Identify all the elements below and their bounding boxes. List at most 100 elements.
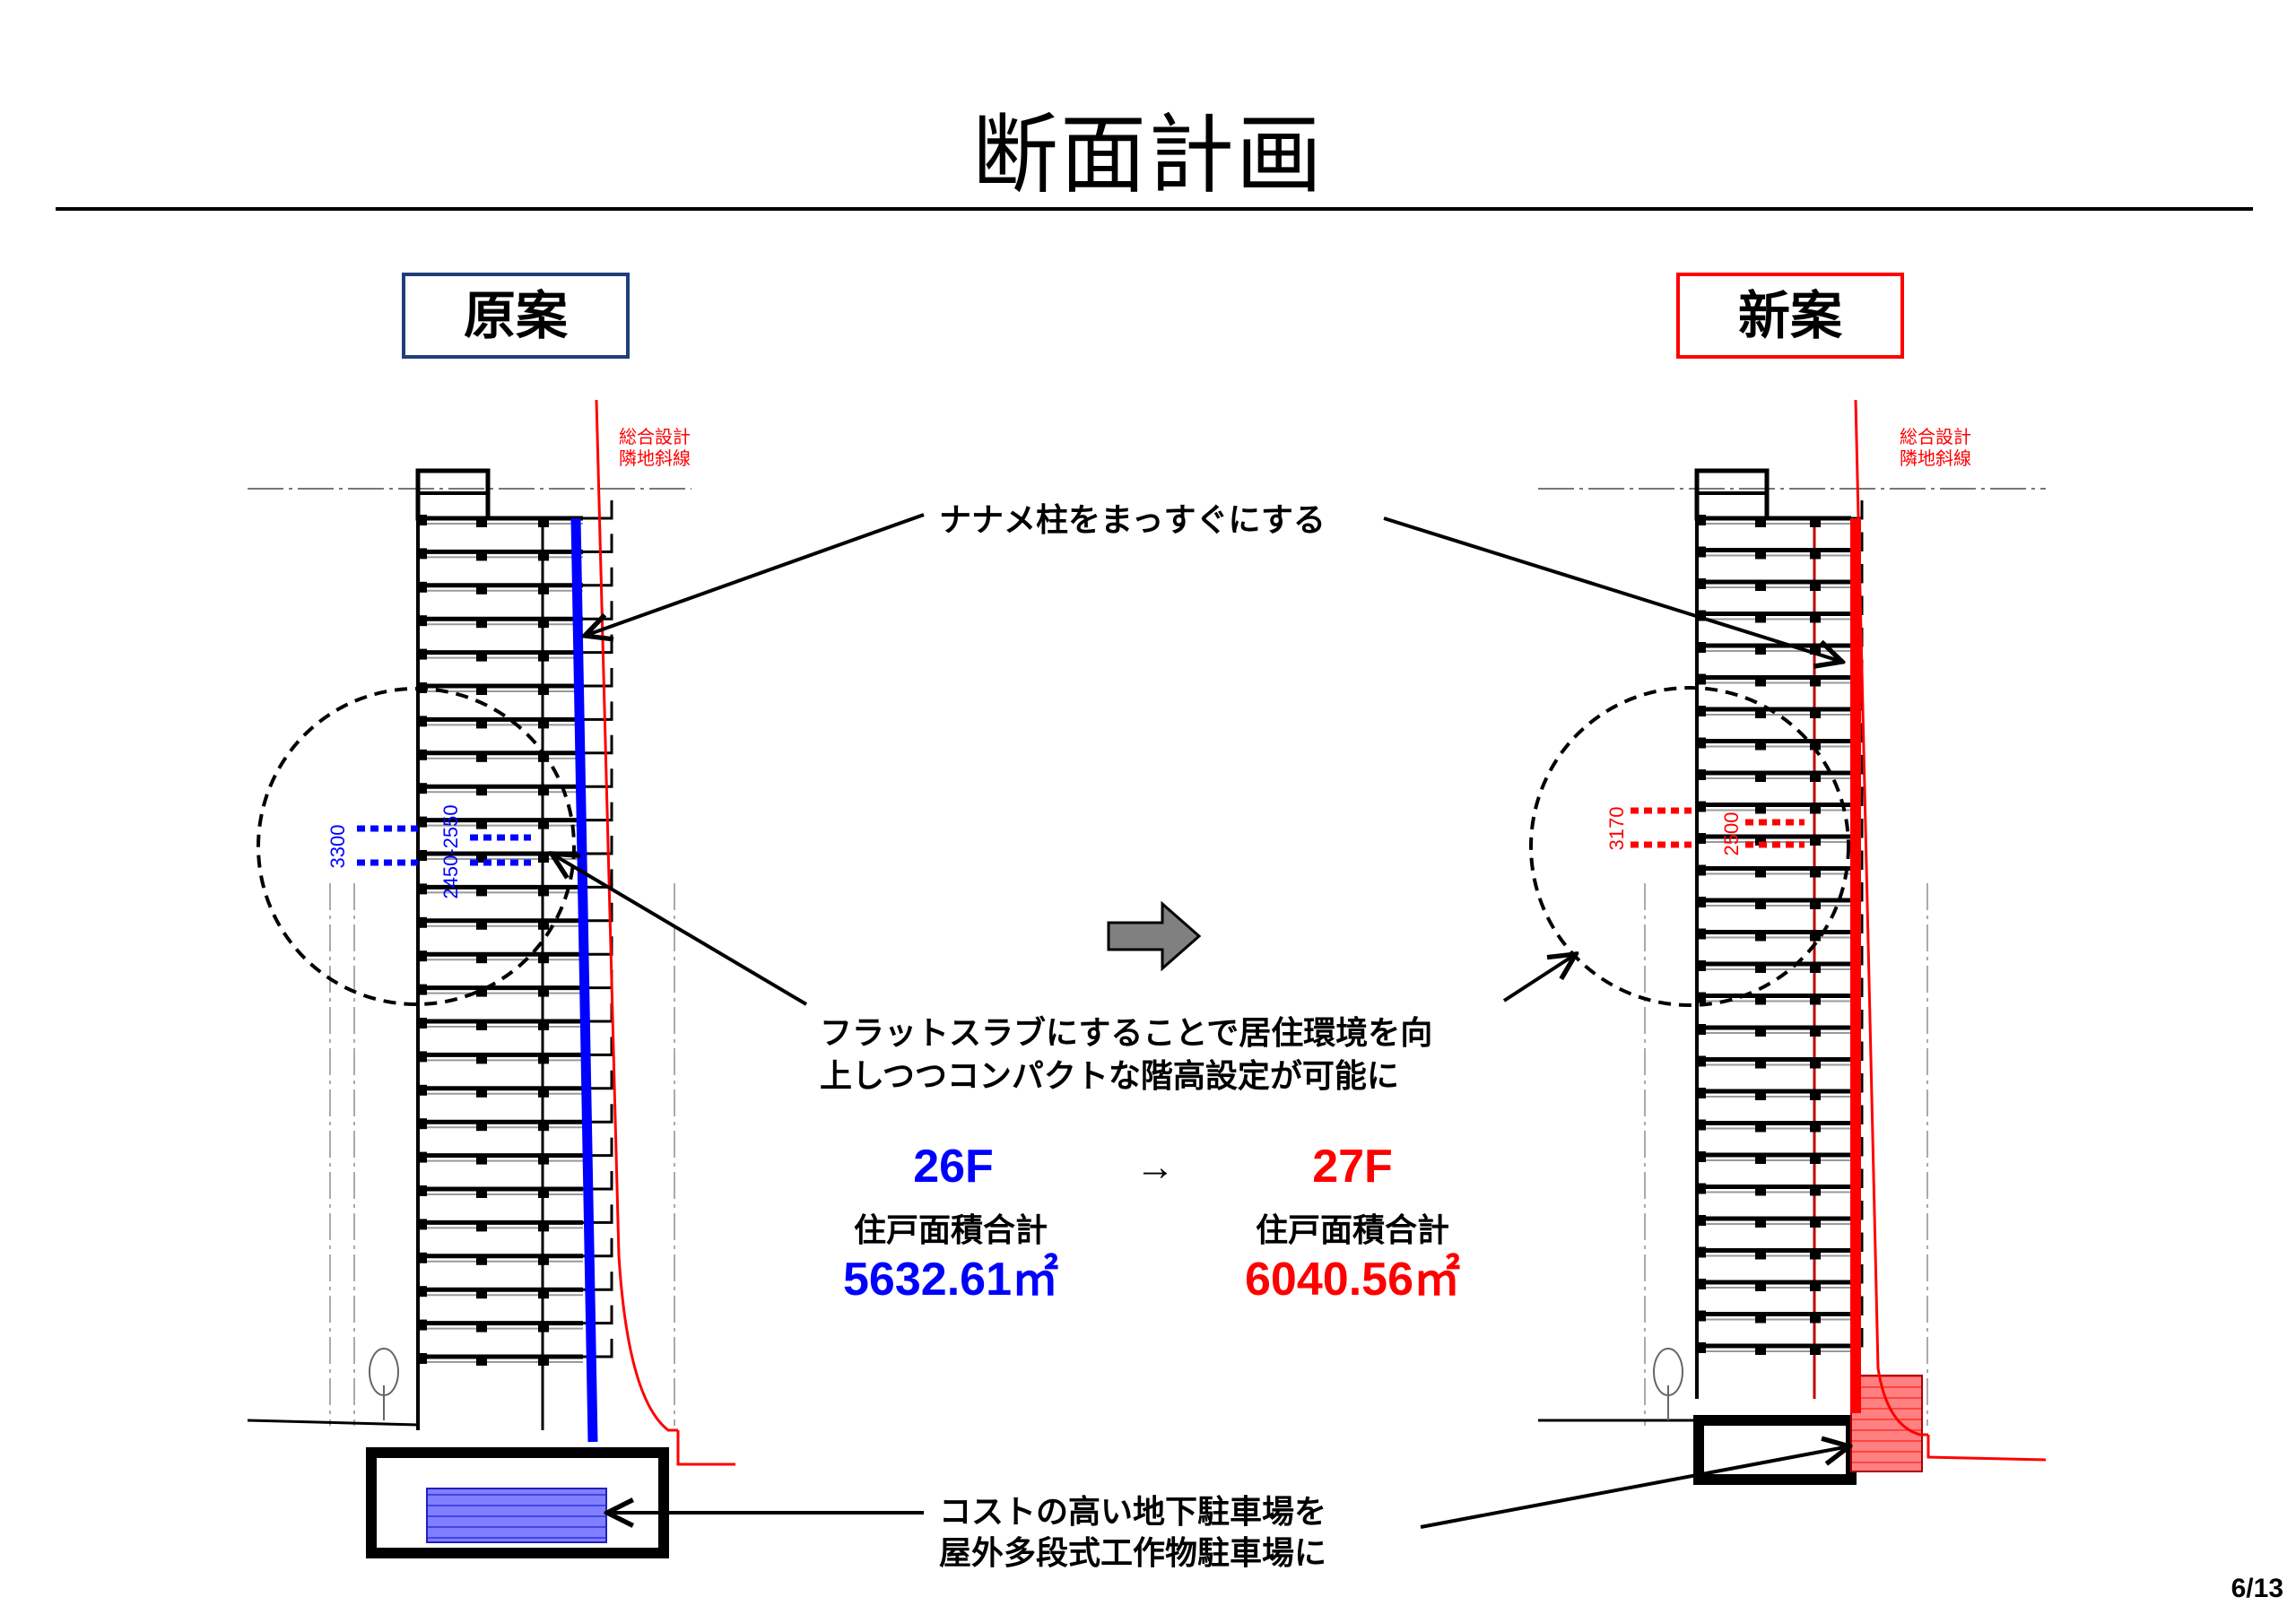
new-area-value: 6040.56㎡ <box>1245 1253 1460 1306</box>
beam-node <box>538 1155 549 1165</box>
beam-node <box>1755 1155 1766 1164</box>
beam-node <box>1755 1186 1766 1196</box>
column-node <box>1695 706 1706 716</box>
balcony-rail <box>583 1104 613 1124</box>
beam-node <box>1755 1059 1766 1069</box>
balcony-rail <box>583 601 613 621</box>
original-area-label: 住戸面積合計 <box>854 1212 1048 1249</box>
column-node <box>1695 864 1706 876</box>
beam-node <box>1810 773 1821 782</box>
balcony-rail <box>583 802 613 822</box>
beam-node <box>1810 1123 1821 1133</box>
column-node <box>1695 960 1706 971</box>
column-node <box>1695 642 1706 653</box>
balcony-rail <box>583 768 613 788</box>
balcony-rail <box>583 1037 613 1056</box>
beam-node <box>476 820 487 829</box>
parking-area <box>1850 1375 1923 1472</box>
new-floor-count: 27F <box>1312 1141 1393 1193</box>
parking-callout-line-2: 屋外多段式工作物駐車場に <box>939 1535 1326 1572</box>
beam-node <box>1810 804 1821 814</box>
beam-node <box>538 1357 549 1366</box>
beam-node <box>1810 1282 1821 1291</box>
column-node <box>1695 1119 1706 1131</box>
new-area-label: 住戸面積合計 <box>1256 1212 1449 1249</box>
beam-node <box>538 854 549 863</box>
beam-node <box>538 1189 549 1198</box>
beam-node <box>476 619 487 629</box>
beam-node <box>476 652 487 662</box>
beam-node <box>1755 1219 1766 1228</box>
beam-node <box>476 1357 487 1366</box>
beam-node <box>476 585 487 595</box>
column-node <box>416 1185 427 1196</box>
balcony-rail <box>583 534 613 553</box>
highlighted-column <box>570 517 598 1443</box>
adjacent-slope-line <box>595 399 735 1466</box>
column-node <box>1695 897 1706 907</box>
beam-node <box>476 1323 487 1332</box>
beam-node <box>1755 582 1766 591</box>
column-node <box>416 1018 427 1028</box>
beam-node <box>476 1155 487 1165</box>
column-node <box>1695 928 1706 940</box>
beam-node <box>1755 550 1766 560</box>
beam-node <box>538 820 549 829</box>
beam-node <box>1810 613 1821 623</box>
beam-node <box>1810 837 1821 846</box>
column-node <box>416 950 427 962</box>
beam-node <box>538 1021 549 1030</box>
beam-node <box>476 1122 487 1132</box>
beam-node <box>1755 1346 1766 1355</box>
parking-area <box>426 1488 607 1543</box>
column-node <box>416 548 427 560</box>
beam-node <box>1755 1091 1766 1100</box>
column-node <box>1695 769 1706 780</box>
comparison-arrow: → <box>1135 1145 1175 1189</box>
detail-circle-new <box>1529 686 1850 1007</box>
balcony-rail <box>583 734 613 755</box>
column-node <box>1695 1246 1706 1258</box>
beam-node <box>538 1055 549 1064</box>
column-node <box>416 515 427 525</box>
original-building-section <box>247 399 735 1558</box>
beam-node <box>1810 550 1821 560</box>
column-node <box>416 1219 427 1230</box>
title-divider <box>56 207 2253 211</box>
beam-node <box>1755 1314 1766 1324</box>
column-node <box>416 648 427 660</box>
column-node <box>416 783 427 794</box>
beam-node <box>476 1222 487 1232</box>
basement-structure <box>366 1447 669 1558</box>
column-node <box>416 1353 427 1364</box>
column-node <box>1695 1279 1706 1289</box>
beam-node <box>1810 1314 1821 1324</box>
beam-node <box>1755 804 1766 814</box>
beam-node <box>476 752 487 762</box>
column-node <box>1695 515 1706 525</box>
column-node <box>416 916 427 928</box>
beam-node <box>538 1255 549 1265</box>
story-height-new: 3170 <box>1605 807 1628 851</box>
column-node <box>416 749 427 760</box>
column-node <box>1695 1088 1706 1098</box>
column-node <box>416 581 427 593</box>
beam-node <box>1755 932 1766 942</box>
beam-node <box>1755 1250 1766 1260</box>
column-node <box>1695 546 1706 558</box>
beam-node <box>1755 709 1766 718</box>
beam-node <box>476 1055 487 1064</box>
column-node <box>1695 1183 1706 1194</box>
beam-node <box>538 585 549 595</box>
transition-arrow-icon <box>1107 900 1202 972</box>
beam-node <box>538 987 549 997</box>
beam-node <box>1810 1155 1821 1164</box>
beam-node <box>1755 868 1766 878</box>
new-building-section <box>1538 399 2047 1485</box>
balcony-rail <box>583 902 613 923</box>
beam-node <box>476 686 487 695</box>
column-callout: ナナメ柱をまっすぐにする <box>939 502 1326 539</box>
adjacent-slope-line <box>1854 399 2047 1462</box>
column-node <box>1695 1342 1706 1353</box>
column-node <box>416 1319 427 1331</box>
